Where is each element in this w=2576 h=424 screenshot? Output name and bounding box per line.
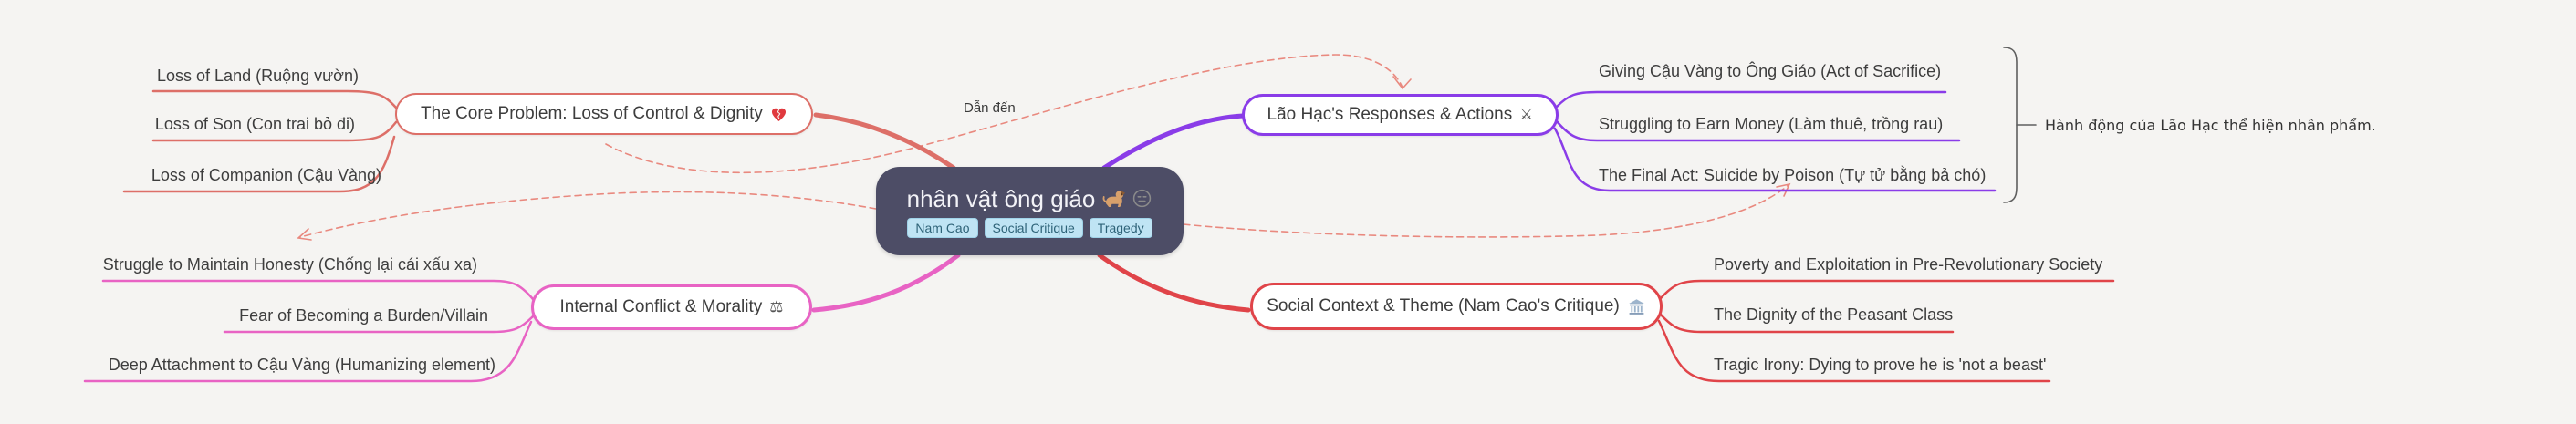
tag-row: Nam Cao Social Critique Tragedy <box>907 217 1152 238</box>
branch-trunk-responses <box>1101 113 1246 171</box>
topic-core-problem[interactable]: The Core Problem: Loss of Control & Dign… <box>395 93 813 135</box>
broken-heart-icon <box>771 108 786 121</box>
relationship-line-dan-den[interactable] <box>605 54 1403 174</box>
branch-wire <box>83 320 533 383</box>
relationship-label-dan-den[interactable]: Dẫn đến <box>964 100 1016 116</box>
expressionless-face-icon <box>1133 189 1152 208</box>
branch-wire <box>1659 279 2115 300</box>
topic-responses-actions[interactable]: Lão Hạc's Responses & Actions ⚔ <box>1242 94 1559 136</box>
topic-label: Lão Hạc's Responses & Actions <box>1267 105 1513 124</box>
branch-wire <box>151 89 398 109</box>
subtopic-maintain-honesty[interactable]: Struggle to Maintain Honesty (Chống lại … <box>102 255 477 274</box>
subtopic-peasant-dignity[interactable]: The Dignity of the Peasant Class <box>1714 305 1954 324</box>
subtopic-poverty-exploitation[interactable]: Poverty and Exploitation in Pre-Revoluti… <box>1714 255 2103 274</box>
tag-social-critique[interactable]: Social Critique <box>984 217 1083 238</box>
tag-nam-cao[interactable]: Nam Cao <box>907 217 978 238</box>
branch-wire <box>101 279 535 301</box>
classical-building-icon <box>1628 298 1644 315</box>
summary-bracket[interactable] <box>2003 47 2018 203</box>
subtopic-tragic-irony[interactable]: Tragic Irony: Dying to prove he is 'not … <box>1714 356 2047 374</box>
subtopic-loss-of-land[interactable]: Loss of Land (Ruộng vườn) <box>157 67 359 85</box>
subtopic-earn-money[interactable]: Struggling to Earn Money (Làm thuê, trồn… <box>1599 115 1944 133</box>
branch-wire <box>1555 119 1961 142</box>
tag-tragedy[interactable]: Tragedy <box>1089 217 1152 238</box>
subtopic-deep-attachment[interactable]: Deep Attachment to Cậu Vàng (Humanizing … <box>108 356 495 374</box>
subtopic-fear-burden[interactable]: Fear of Becoming a Burden/Villain <box>239 306 488 325</box>
topic-internal-conflict[interactable]: Internal Conflict & Morality ⚖ <box>531 284 812 330</box>
subtopic-giving-cau-vang[interactable]: Giving Cậu Vàng to Ông Giáo (Act of Sacr… <box>1599 62 1942 80</box>
summary-label[interactable]: Hành động của Lão Hạc thể hiện nhân phẩm… <box>2045 117 2376 134</box>
branch-wire <box>1555 90 1947 109</box>
branch-wire <box>1553 127 1997 192</box>
dog-icon <box>1102 190 1126 207</box>
arrowhead <box>1776 182 1791 197</box>
subtopic-loss-of-son[interactable]: Loss of Son (Con trai bỏ đi) <box>154 115 355 133</box>
topic-social-context[interactable]: Social Context & Theme (Nam Cao's Critiq… <box>1250 283 1663 330</box>
topic-label: Social Context & Theme (Nam Cao's Critiq… <box>1267 296 1620 315</box>
topic-label: Internal Conflict & Morality <box>559 297 763 316</box>
branch-trunk-core <box>813 112 956 171</box>
branch-wire <box>223 315 535 334</box>
branch-wire <box>1657 319 2051 383</box>
arrowhead <box>1392 76 1412 90</box>
branch-wire <box>1659 313 1955 334</box>
branch-wire <box>151 120 398 142</box>
branch-trunk-internal <box>811 253 961 313</box>
balance-scale-icon: ⚖ <box>769 297 784 316</box>
arrowhead <box>297 228 312 241</box>
relationship-line-to-honesty[interactable] <box>299 191 877 238</box>
central-topic-label: nhân vật ông giáo <box>906 184 1096 212</box>
topic-label: The Core Problem: Loss of Control & Dign… <box>421 104 763 123</box>
branch-wire <box>122 135 396 193</box>
crossed-swords-icon: ⚔ <box>1519 105 1534 124</box>
central-topic[interactable]: nhân vật ông giáo Nam Cao Social Critiqu… <box>876 167 1184 255</box>
relationship-line-to-final-act[interactable] <box>1183 184 1789 238</box>
branch-trunk-social <box>1097 253 1251 313</box>
subtopic-final-act[interactable]: The Final Act: Suicide by Poison (Tự tử … <box>1599 166 1987 184</box>
subtopic-loss-of-companion[interactable]: Loss of Companion (Cậu Vàng) <box>151 166 381 184</box>
